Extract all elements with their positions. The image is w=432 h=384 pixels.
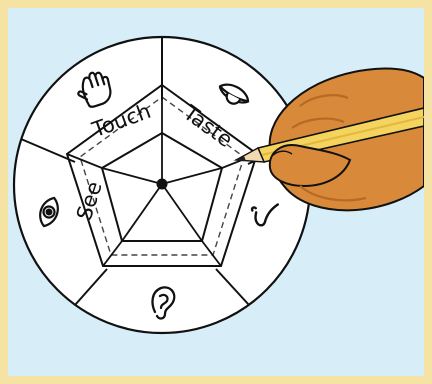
five-senses-wheel-illustration: Touch Taste See [8, 8, 424, 376]
center-dot [157, 179, 168, 190]
